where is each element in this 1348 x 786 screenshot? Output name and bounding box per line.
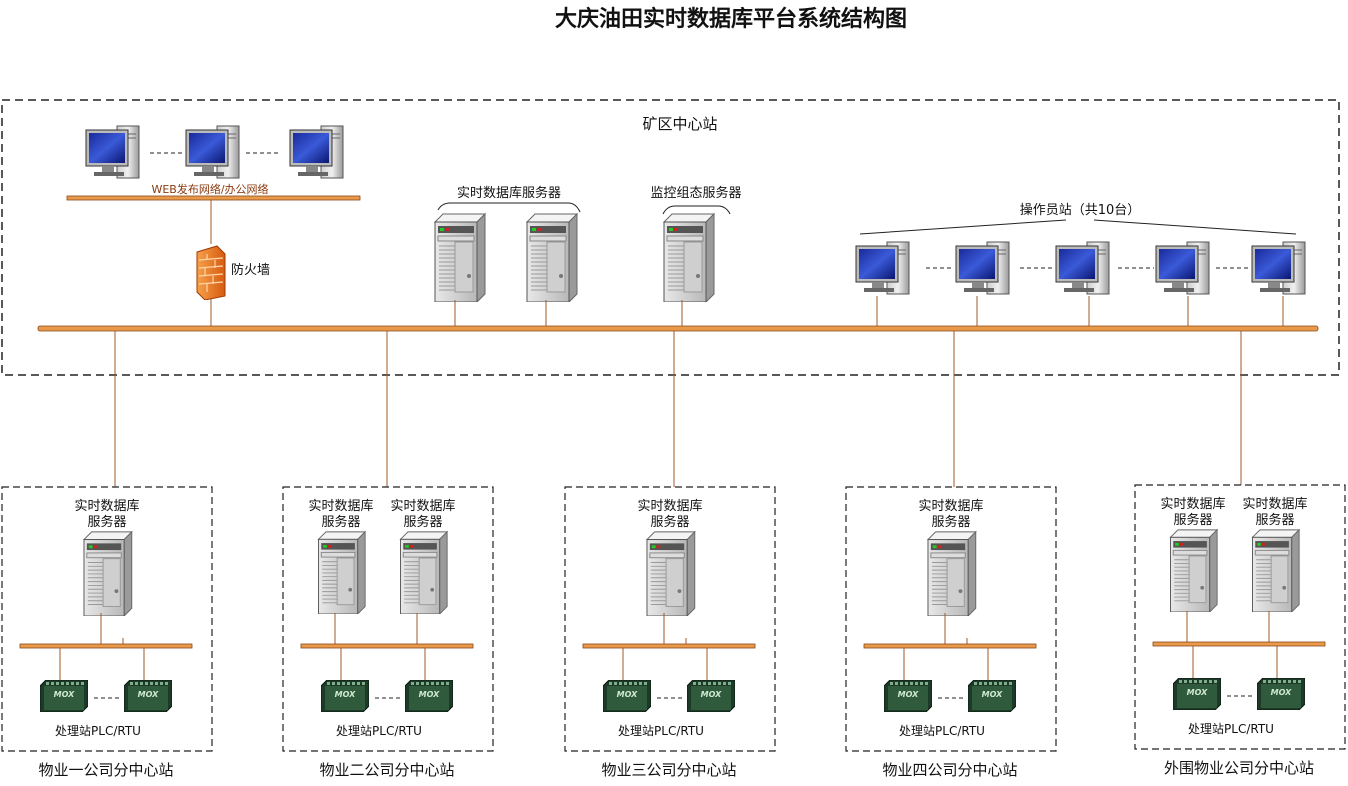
operator-pcs	[855, 241, 1306, 295]
sub-site-boundary	[564, 486, 776, 752]
sub-site-name: 物业四公司分中心站	[882, 761, 1017, 779]
sub-site-boundary	[1134, 484, 1346, 750]
plc-rtu-label: 处理站PLC/RTU	[336, 724, 422, 738]
sub-site-boundary	[1, 486, 213, 752]
sub-site: 实时数据库服务器 MOX MOX 处理站PLC/RTU 物业三公司分中心站	[564, 486, 776, 779]
plc-badge: MOX	[1187, 688, 1208, 697]
uplinks	[114, 331, 1242, 487]
sub-site-server-label: 实时数据库服务器	[1160, 496, 1225, 528]
sub-site-server-icon	[646, 531, 696, 616]
sub-site-server-icon	[399, 531, 448, 614]
sub-site-name: 物业一公司分中心站	[38, 761, 173, 779]
sub-site-server-label: 实时数据库服务器	[308, 498, 373, 530]
web-pc-icon	[185, 125, 240, 179]
plc-badge: MOX	[1271, 688, 1292, 697]
sub-site: 实时数据库服务器 MOX MOX 处理站PLC/RTU 物业四公司分中心站	[845, 486, 1057, 779]
sub-site-bus	[582, 643, 756, 649]
sub-site-server-icon	[1169, 529, 1218, 612]
central-site-boundary	[1, 99, 1340, 376]
operator-pc-icon	[1251, 241, 1306, 295]
plc-badge: MOX	[898, 690, 919, 699]
sub-site-bus	[1152, 641, 1326, 647]
plc-rtu-label: 处理站PLC/RTU	[618, 724, 704, 738]
central-site-label: 矿区中心站	[642, 115, 717, 133]
plc-badge: MOX	[701, 690, 722, 699]
plc-badge: MOX	[54, 690, 75, 699]
firewall-label: 防火墙	[231, 262, 270, 278]
diagram-title: 大庆油田实时数据库平台系统结构图	[555, 6, 907, 32]
operator-pc-icon	[855, 241, 910, 295]
plc-rtu-label: 处理站PLC/RTU	[899, 724, 985, 738]
sub-site-server-label: 实时数据库服务器	[1242, 496, 1307, 528]
plc-rtu-label: 处理站PLC/RTU	[55, 724, 141, 738]
web-network-label: WEB发布网络/办公网络	[151, 182, 268, 196]
sub-site-server-icon	[317, 531, 366, 614]
central-rtdb-label: 实时数据库服务器	[457, 185, 561, 201]
sub-site-server-label: 实时数据库服务器	[74, 498, 139, 530]
operator-pc-icon	[1155, 241, 1210, 295]
central-rtdb-server-icon	[526, 213, 578, 302]
sub-site: 实时数据库服务器 MOX MOX 处理站PLC/RTU 物业一公司分中心站	[1, 486, 213, 779]
sub-site-bus	[863, 643, 1037, 649]
web-pc-icon	[85, 125, 140, 179]
sub-site-server-icon	[1251, 529, 1300, 612]
sub-site-bus	[300, 643, 474, 649]
sub-site-server-label: 实时数据库服务器	[390, 498, 455, 530]
plc-badge: MOX	[138, 690, 159, 699]
operator-stations-label: 操作员站（共10台）	[1020, 202, 1141, 218]
web-network-bus	[66, 195, 361, 201]
firewall-icon	[196, 245, 226, 300]
plc-badge: MOX	[617, 690, 638, 699]
sub-site-server-icon	[83, 531, 133, 616]
plc-badge: MOX	[419, 690, 440, 699]
sub-site-boundary	[282, 486, 494, 752]
sub-site-name: 物业二公司分中心站	[319, 761, 454, 779]
operator-pc-icon	[955, 241, 1010, 295]
sub-site-bus	[19, 643, 193, 649]
web-network-pcs	[85, 125, 344, 179]
central-scada-label: 监控组态服务器	[650, 185, 741, 201]
main-network-bus	[37, 325, 1319, 332]
plc-badge: MOX	[335, 690, 356, 699]
sub-site-name: 物业三公司分中心站	[601, 761, 736, 779]
operator-pc-icon	[1055, 241, 1110, 295]
sub-site-server-label: 实时数据库服务器	[918, 498, 983, 530]
central-rtdb-server-icon	[434, 213, 486, 302]
web-pc-icon	[289, 125, 344, 179]
central-scada-server-icon	[663, 213, 715, 302]
plc-rtu-label: 处理站PLC/RTU	[1188, 722, 1274, 736]
sub-site-server-label: 实时数据库服务器	[637, 498, 702, 530]
sub-site-boundary	[845, 486, 1057, 752]
plc-badge: MOX	[982, 690, 1003, 699]
sub-site-name: 外围物业公司分中心站	[1164, 759, 1314, 777]
sub-site-server-icon	[927, 531, 977, 616]
